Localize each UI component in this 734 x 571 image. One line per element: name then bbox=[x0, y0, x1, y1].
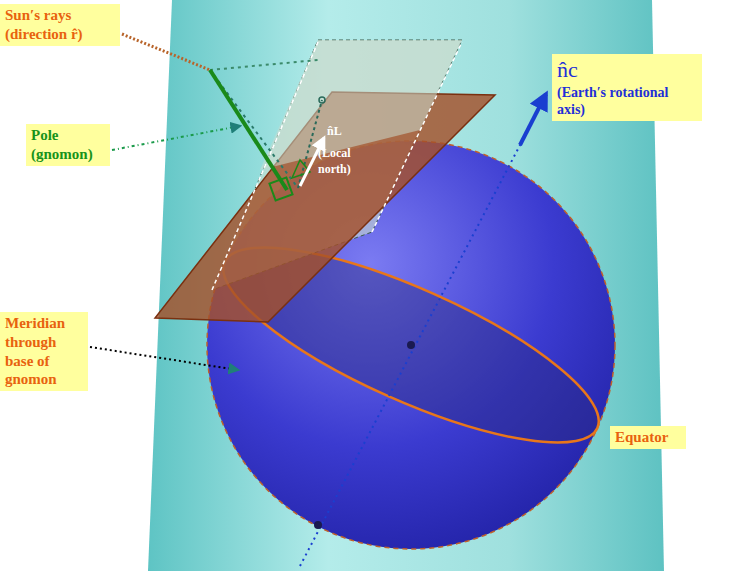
plane-edge bbox=[372, 42, 462, 232]
label-box: n̂c(Earth′s rotational axis) bbox=[552, 54, 702, 121]
earth-centre bbox=[407, 341, 415, 349]
label-box: Meridian through base of gnomon bbox=[0, 312, 88, 391]
meridian-leader bbox=[90, 347, 238, 370]
label-text: Pole (gnomon) bbox=[31, 126, 105, 164]
axis-arrow bbox=[520, 94, 546, 145]
vector-label: n̂L bbox=[327, 124, 342, 140]
ray-projection bbox=[210, 60, 318, 70]
label-text: Meridian through base of gnomon bbox=[5, 314, 83, 389]
pole-leader bbox=[112, 126, 240, 150]
shadow-tip bbox=[319, 97, 325, 103]
south-pole bbox=[314, 521, 322, 529]
label-text: n̂c bbox=[557, 56, 697, 84]
sun-ray bbox=[122, 34, 210, 70]
label-box: Sun′s rays (direction r̂) bbox=[0, 4, 120, 46]
gnomon-base bbox=[269, 177, 292, 200]
label-text: Equator bbox=[615, 428, 681, 447]
label-text: Sun′s rays (direction r̂) bbox=[5, 6, 115, 44]
label-box: Equator bbox=[610, 426, 686, 449]
plane-edge bbox=[212, 42, 318, 290]
label-text: (Earth′s rotational axis) bbox=[557, 84, 697, 119]
label-box: Pole (gnomon) bbox=[26, 124, 110, 166]
vector-label: (Local north) bbox=[318, 146, 366, 177]
